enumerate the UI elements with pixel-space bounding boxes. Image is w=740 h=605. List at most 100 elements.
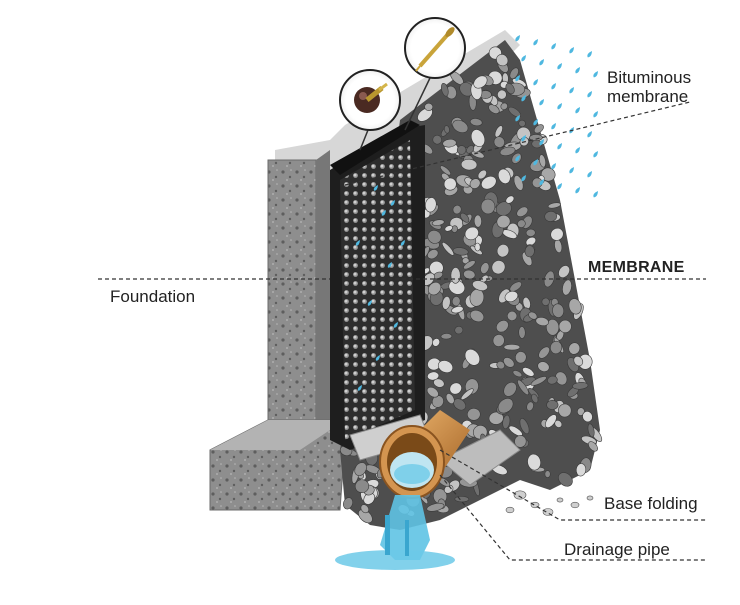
gravel-stone (433, 378, 445, 388)
water-drop-icon (551, 163, 556, 170)
water-drop-icon (393, 322, 398, 328)
gravel-stone (452, 119, 469, 133)
loose-pebbles (505, 490, 594, 516)
water-drop-icon (515, 35, 520, 42)
gravel-stone (508, 425, 523, 437)
loose-pebble (505, 506, 515, 514)
gravel-stone (514, 351, 527, 364)
water-drop-icon (593, 151, 598, 158)
bituminous-membrane-label-line2: membrane (607, 87, 689, 106)
base-folding-label: Base folding (604, 494, 698, 513)
gravel-stone (588, 441, 598, 452)
loose-pebble (513, 490, 527, 500)
water-drop-icon (539, 59, 544, 66)
gravel-stone (463, 260, 476, 270)
gravel-stone (558, 472, 573, 487)
water-drop-icon (593, 71, 598, 78)
gravel-stone (432, 134, 442, 145)
gravel-stone (525, 236, 537, 246)
gravel-stone (427, 371, 440, 381)
bituminous-membrane-label-line1: Bituminous (607, 68, 692, 87)
water-drop-icon (373, 185, 378, 191)
gravel-stone (503, 344, 521, 351)
gravel-stone (504, 290, 519, 303)
gravel-stone (488, 104, 500, 114)
gravel-stone (452, 247, 469, 256)
gravel-stone (507, 310, 518, 321)
gravel-stone (573, 355, 584, 367)
leader-lines (98, 101, 706, 561)
gravel-stone (343, 497, 353, 510)
water-drops-in-membrane (355, 185, 405, 391)
water-drop-icon (587, 171, 592, 178)
gravel-stone (432, 338, 441, 347)
loose-pebble (570, 501, 580, 509)
water-drop-icon (515, 35, 598, 198)
water-drop-icon (533, 119, 538, 126)
gravel-stone (437, 360, 454, 373)
water-drop-icon (515, 155, 520, 162)
gravel-stone (424, 102, 434, 111)
water-drop-icon (551, 43, 556, 50)
gravel-stone (514, 435, 527, 448)
water-drop-icon (515, 75, 520, 82)
loose-pebble (542, 508, 554, 516)
gravel-stone (428, 281, 442, 296)
gravel-stone (449, 382, 462, 395)
gravel-stone (497, 89, 507, 100)
gravel-stone (497, 398, 514, 414)
gravel-stone (547, 202, 562, 209)
gravel-stone (494, 125, 503, 138)
gravel-stone (525, 228, 536, 237)
gravel-stone (481, 175, 497, 190)
water-drop-icon (539, 179, 544, 186)
gravel-stone (545, 414, 557, 428)
gravel-stone (495, 201, 512, 216)
gravel-stone (426, 386, 439, 398)
gravel-stone (492, 334, 505, 347)
gravel-stone (496, 214, 511, 229)
gravel-stone (358, 509, 373, 524)
gravel-stone (544, 470, 551, 478)
gravel-stone (427, 229, 442, 244)
gravel-stone (460, 158, 478, 171)
gravel-stone (431, 395, 444, 408)
gravel-stone (496, 320, 509, 333)
water-drop-icon (367, 300, 372, 306)
water-drop-icon (557, 103, 562, 110)
water-drop-icon (593, 111, 598, 118)
gravel-stone (527, 453, 541, 471)
gravel-stone (496, 54, 509, 67)
gravel-stone (431, 219, 445, 226)
water-drop-icon (533, 79, 538, 86)
gravel-stone (456, 145, 467, 155)
gravel-stone (470, 129, 486, 147)
gravel-stone (519, 418, 530, 435)
nail-icon (415, 27, 455, 72)
gravel-stone (505, 195, 515, 204)
gravel-stone (575, 463, 587, 477)
gravel-stone (503, 357, 515, 368)
gravel-stone (441, 242, 455, 256)
water-drop-icon (551, 83, 556, 90)
gravel-stone (491, 260, 506, 275)
gravel-stone (460, 212, 470, 223)
gravel-stone (502, 414, 511, 430)
gravel-stone (582, 410, 593, 423)
gravel-stone (497, 168, 511, 184)
gravel-stone (568, 342, 581, 355)
gravel-stone (444, 125, 450, 134)
gravel-stone (576, 407, 585, 416)
gravel-stone (464, 348, 481, 366)
gravel-stone (440, 333, 453, 340)
gravel-stone (530, 376, 547, 386)
water-drop-icon (587, 91, 592, 98)
gravel-stone (509, 67, 519, 80)
gravel-stone (454, 495, 470, 503)
water-drop-icon (575, 107, 580, 114)
gravel-stone (508, 106, 521, 118)
water-drop-icon (569, 47, 574, 54)
gravel-stone (538, 346, 550, 359)
gravel-stone (425, 197, 437, 213)
